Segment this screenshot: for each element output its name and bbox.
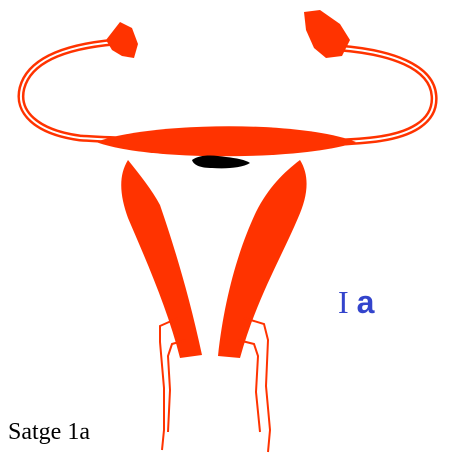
right-uterine-wall [218,160,307,358]
uterine-fundus [96,126,356,156]
left-ovary [106,22,138,58]
right-fallopian-tube-inner [300,48,434,144]
left-uterine-wall [121,160,202,358]
stage-label-letter: a [357,284,375,320]
right-ovary [304,10,350,58]
lesion-mark [192,155,250,168]
cervix-inner-right [238,340,260,432]
stage-label-roman: I [338,284,349,320]
figure-caption: Satge 1a [8,418,90,446]
